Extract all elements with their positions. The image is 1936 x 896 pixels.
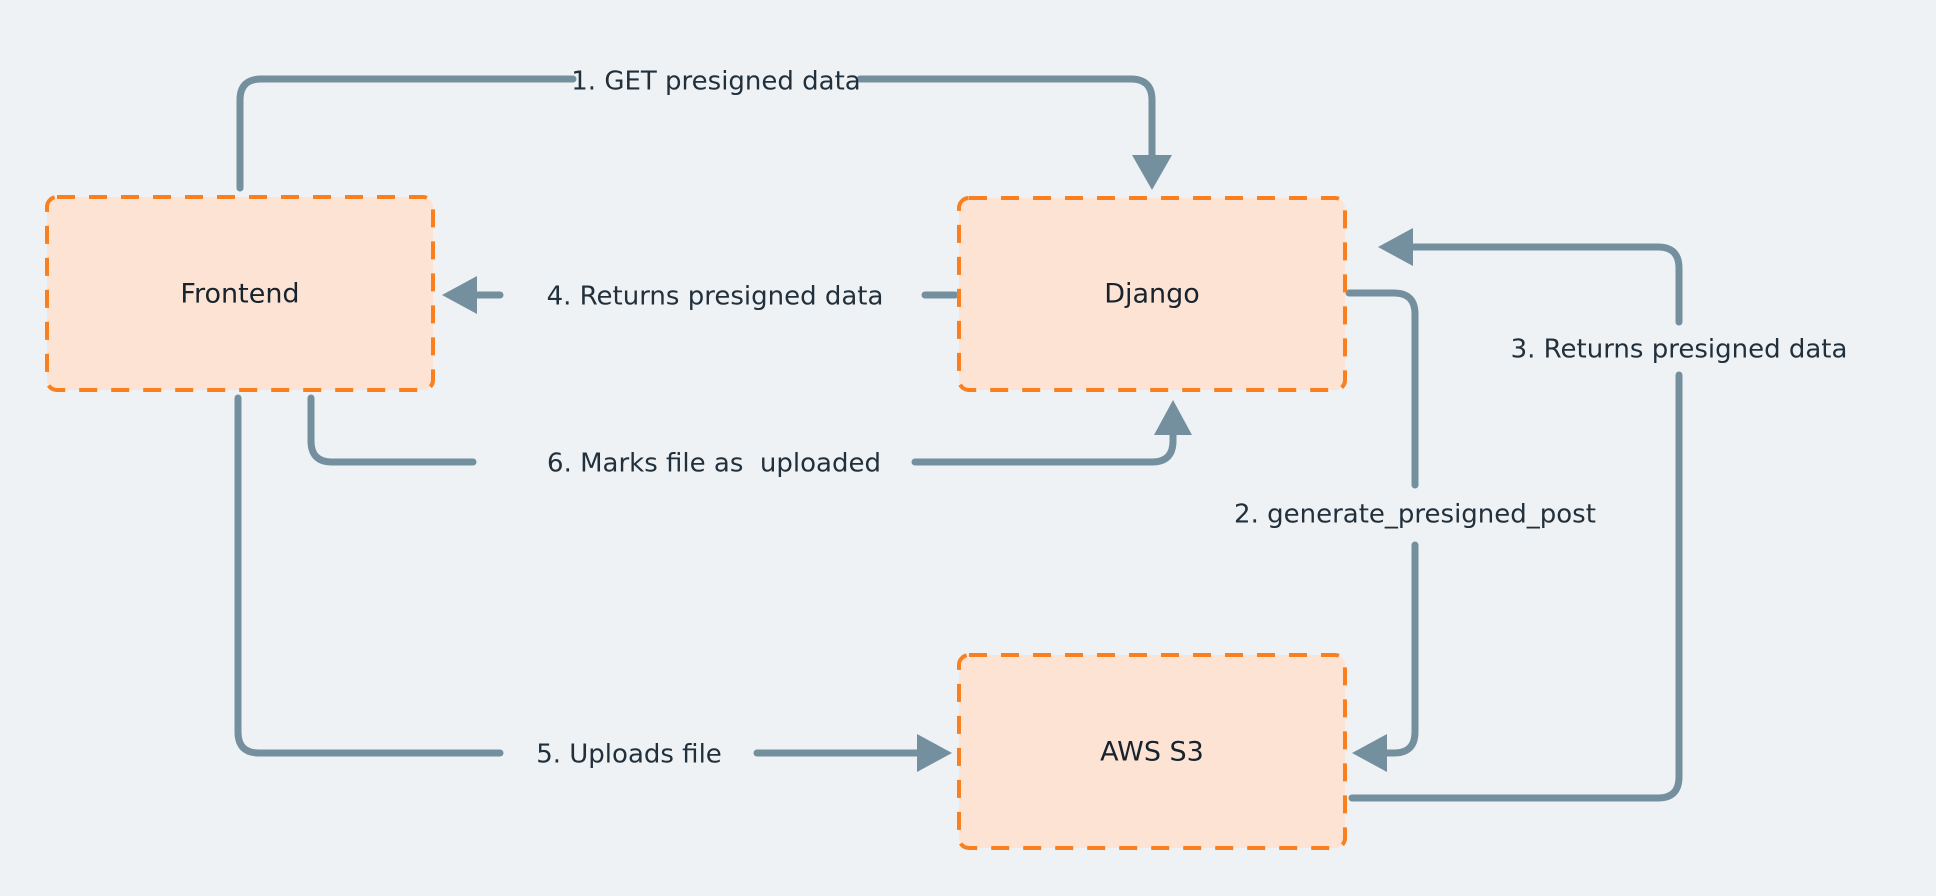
node-frontend-label: Frontend bbox=[180, 279, 299, 310]
node-django-label: Django bbox=[1104, 279, 1200, 310]
edge-6-marks-file-as-uploaded: 6. Marks file as uploaded bbox=[307, 394, 1192, 479]
node-aws-s3-box[interactable] bbox=[957, 653, 1347, 850]
node-aws-s3[interactable]: AWS S3 bbox=[957, 653, 1347, 850]
edge-3-line bbox=[1348, 243, 1683, 802]
edge-3-returns-presigned-data: 3. Returns presigned data bbox=[1348, 228, 1848, 802]
node-django[interactable]: Django bbox=[957, 196, 1347, 392]
node-django-box[interactable] bbox=[957, 196, 1347, 392]
edge-1-line bbox=[236, 75, 1156, 192]
edge-2-arrowhead bbox=[1352, 734, 1387, 772]
edge-4-arrowhead bbox=[442, 276, 477, 314]
node-frontend-box[interactable] bbox=[45, 195, 435, 392]
edge-6-line bbox=[307, 394, 1177, 466]
edge-5-arrowhead bbox=[917, 734, 952, 772]
edge-2-label: 2. generate_presigned_post bbox=[1234, 500, 1596, 530]
edge-5-label: 5. Uploads file bbox=[536, 740, 722, 770]
edge-1-arrowhead bbox=[1132, 155, 1172, 190]
edge-2-line bbox=[1345, 289, 1419, 757]
node-frontend[interactable]: Frontend bbox=[45, 195, 435, 392]
edge-6-arrowhead bbox=[1154, 400, 1192, 435]
node-aws-s3-label: AWS S3 bbox=[1100, 737, 1204, 768]
edge-5-line bbox=[234, 394, 926, 757]
edge-1-get-presigned-data: 1. GET presigned data bbox=[236, 67, 1172, 192]
edge-5-uploads-file: 5. Uploads file bbox=[234, 394, 952, 772]
edge-2-generate-presigned-post: 2. generate_presigned_post bbox=[1234, 289, 1596, 772]
edge-1-label: 1. GET presigned data bbox=[571, 67, 861, 97]
edge-3-label: 3. Returns presigned data bbox=[1511, 335, 1848, 365]
edge-3-arrowhead bbox=[1378, 228, 1413, 266]
edge-4-label: 4. Returns presigned data bbox=[547, 282, 884, 312]
edge-6-label: 6. Marks file as uploaded bbox=[547, 449, 881, 479]
edge-4-returns-presigned-data: 4. Returns presigned data bbox=[442, 276, 959, 314]
